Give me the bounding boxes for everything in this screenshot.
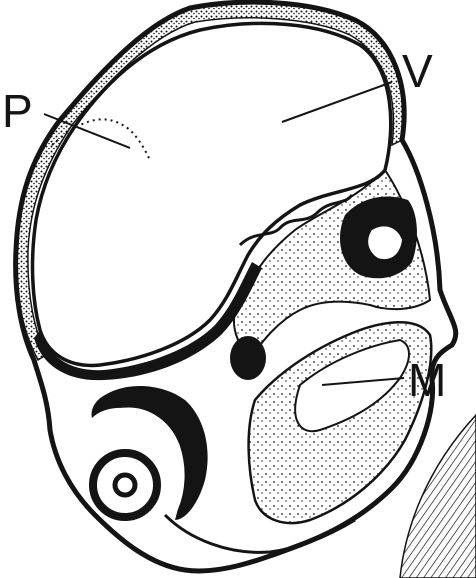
- label-v: V: [402, 48, 433, 94]
- label-p: P: [2, 88, 33, 134]
- dark-cavity-middle: [230, 336, 266, 380]
- eye-lens-inner: [115, 475, 135, 495]
- label-m: M: [408, 357, 446, 403]
